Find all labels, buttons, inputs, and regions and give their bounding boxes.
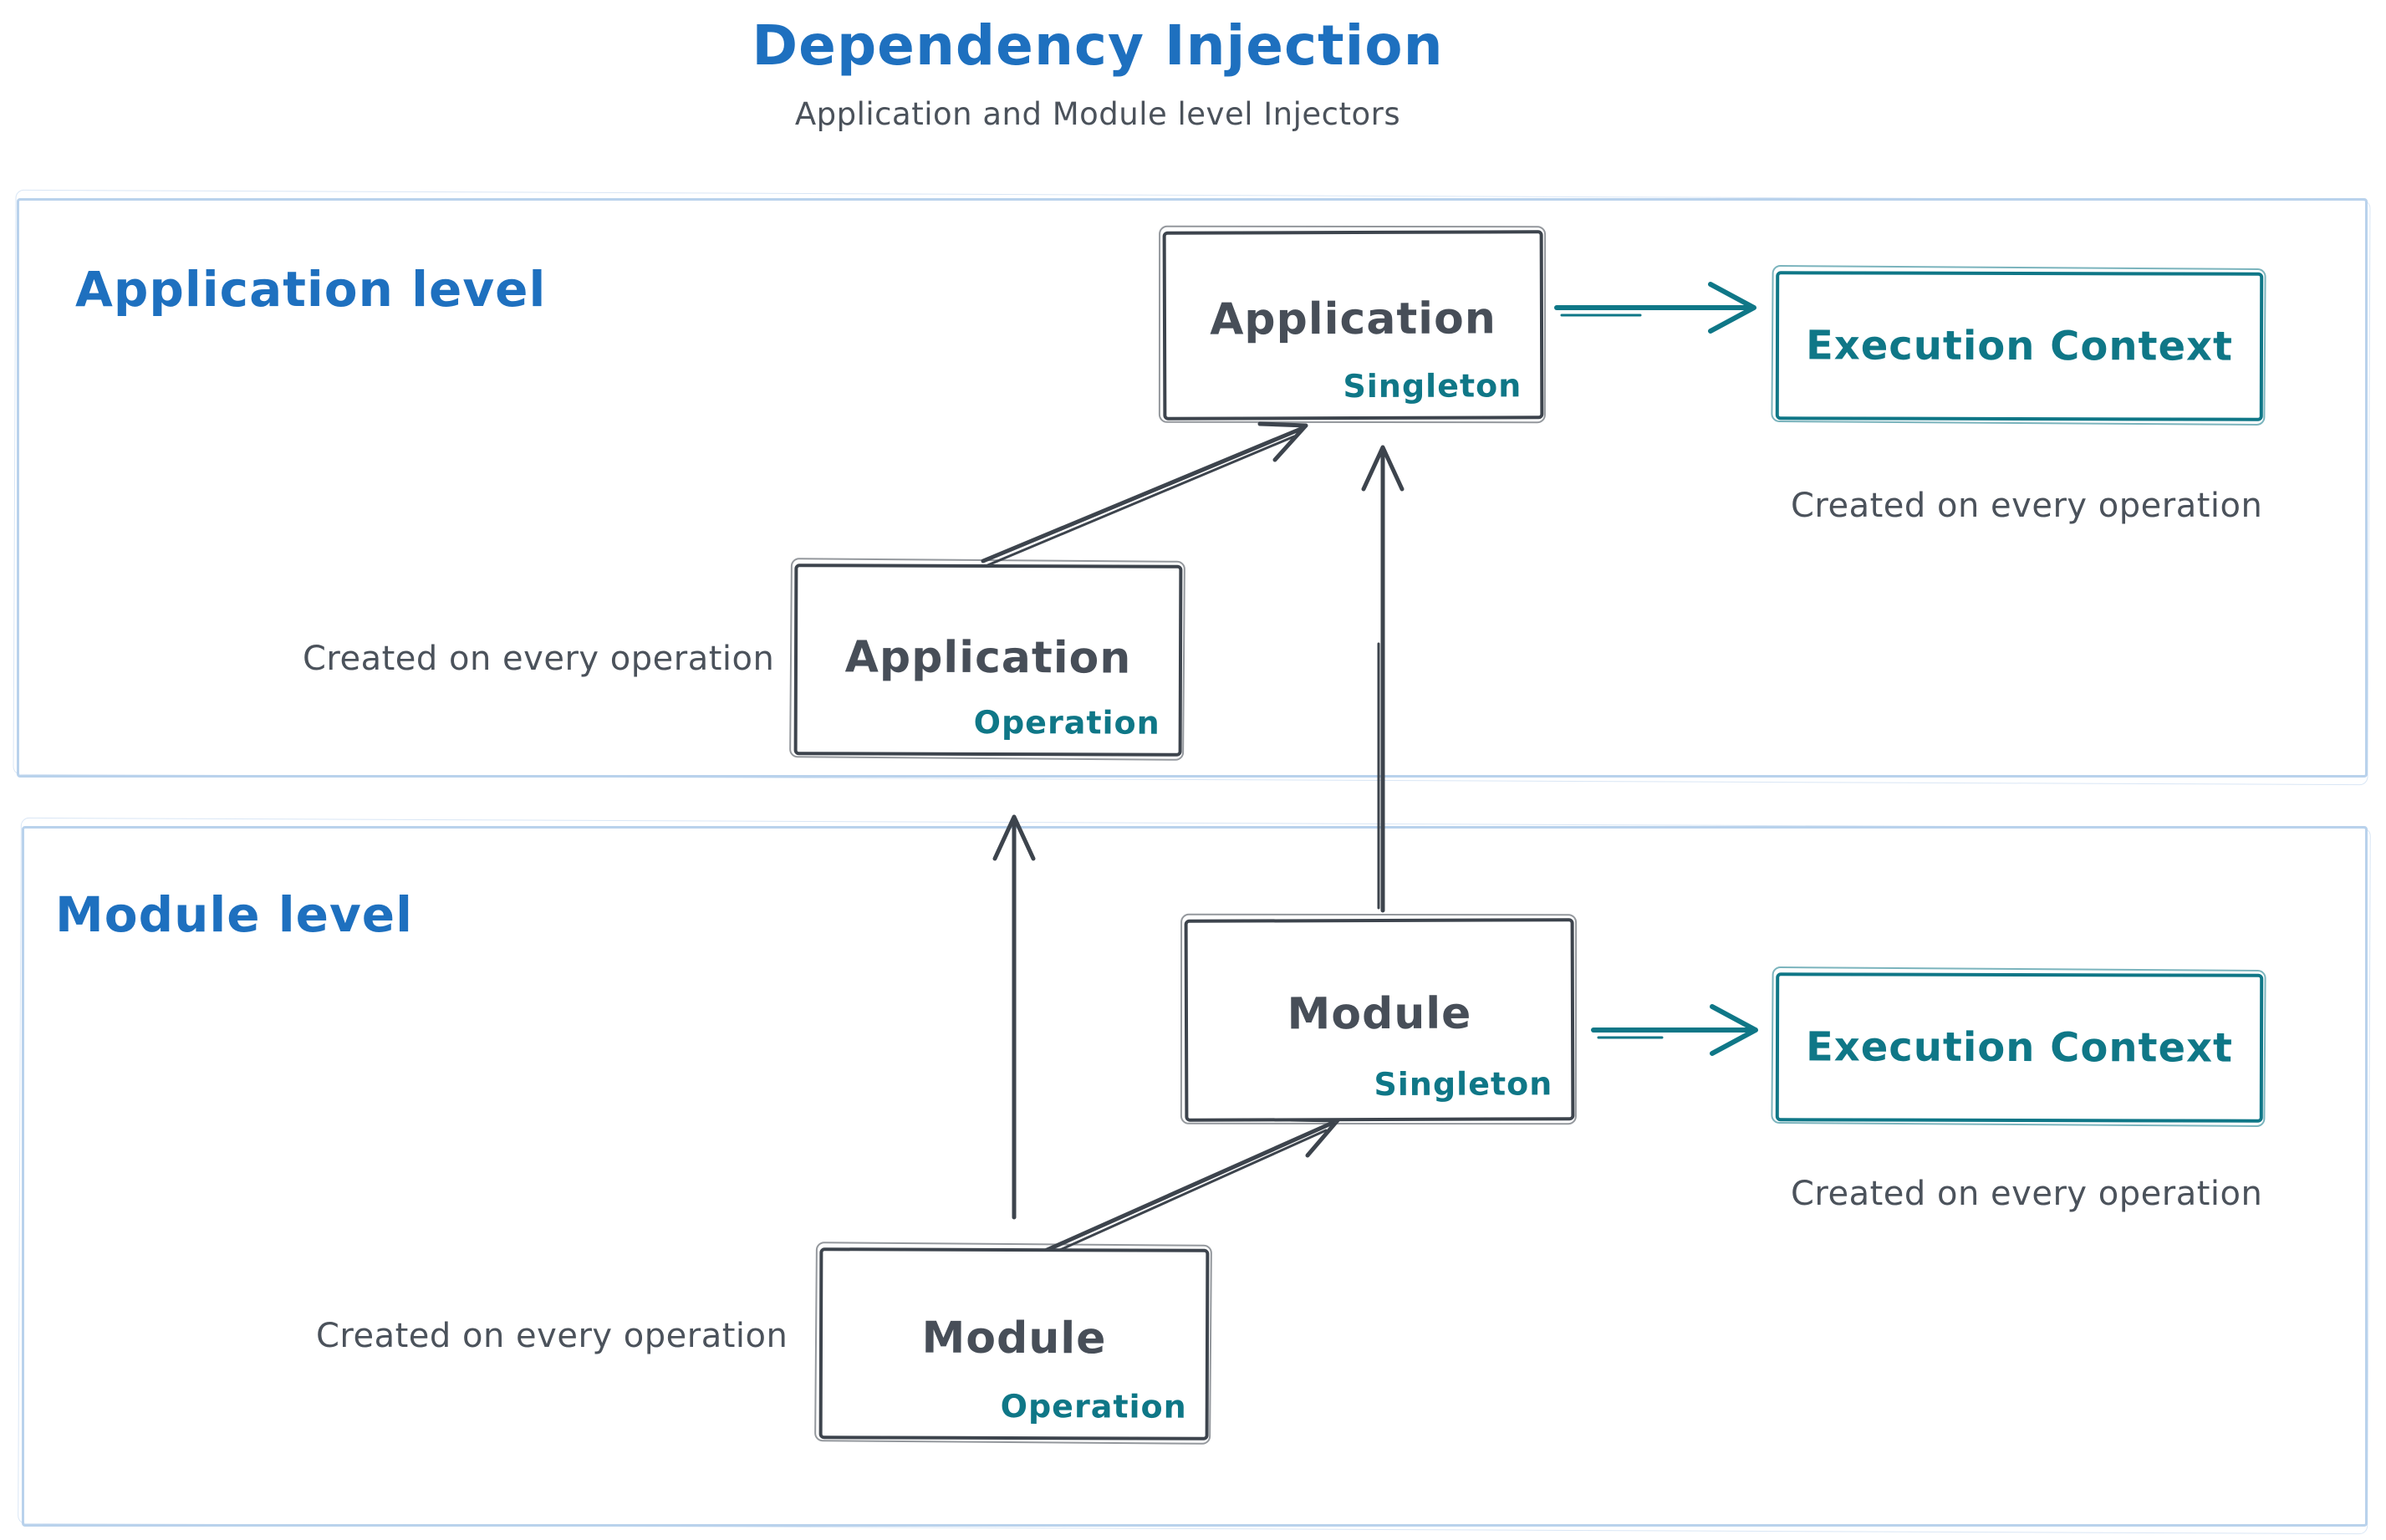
module-operation-node: Module Operation	[818, 1247, 1210, 1441]
note-app-operation: Created on every operation	[303, 640, 775, 678]
app-singleton-node: Application Singleton	[1162, 230, 1544, 421]
exec-context-module-title: Execution Context	[1805, 1023, 2234, 1072]
module-level-label: Module level	[55, 886, 414, 943]
module-singleton-title: Module	[1287, 988, 1472, 1040]
app-singleton-title: Application	[1210, 293, 1496, 345]
module-singleton-node: Module Singleton	[1184, 918, 1575, 1122]
app-operation-badge: Operation	[973, 703, 1160, 742]
page-subtitle: Application and Module level Injectors	[794, 96, 1401, 132]
application-level-label: Application level	[75, 261, 547, 318]
note-module-operation: Created on every operation	[316, 1317, 788, 1355]
app-singleton-badge: Singleton	[1343, 367, 1522, 405]
exec-context-app-node: Execution Context	[1775, 271, 2264, 421]
note-exec-context-app: Created on every operation	[1791, 487, 2263, 525]
exec-context-app-title: Execution Context	[1805, 322, 2234, 370]
diagram-header: Dependency Injection Application and Mod…	[680, 13, 1516, 132]
module-level-container	[22, 826, 2368, 1527]
module-singleton-badge: Singleton	[1374, 1065, 1553, 1104]
application-level-container	[17, 198, 2368, 778]
module-operation-title: Module	[921, 1313, 1107, 1364]
note-exec-context-module: Created on every operation	[1791, 1175, 2263, 1213]
module-operation-badge: Operation	[1000, 1387, 1187, 1425]
page-title: Dependency Injection	[752, 13, 1444, 78]
exec-context-module-node: Execution Context	[1775, 972, 2264, 1123]
app-operation-node: Application Operation	[793, 563, 1183, 757]
app-operation-title: Application	[844, 632, 1132, 684]
